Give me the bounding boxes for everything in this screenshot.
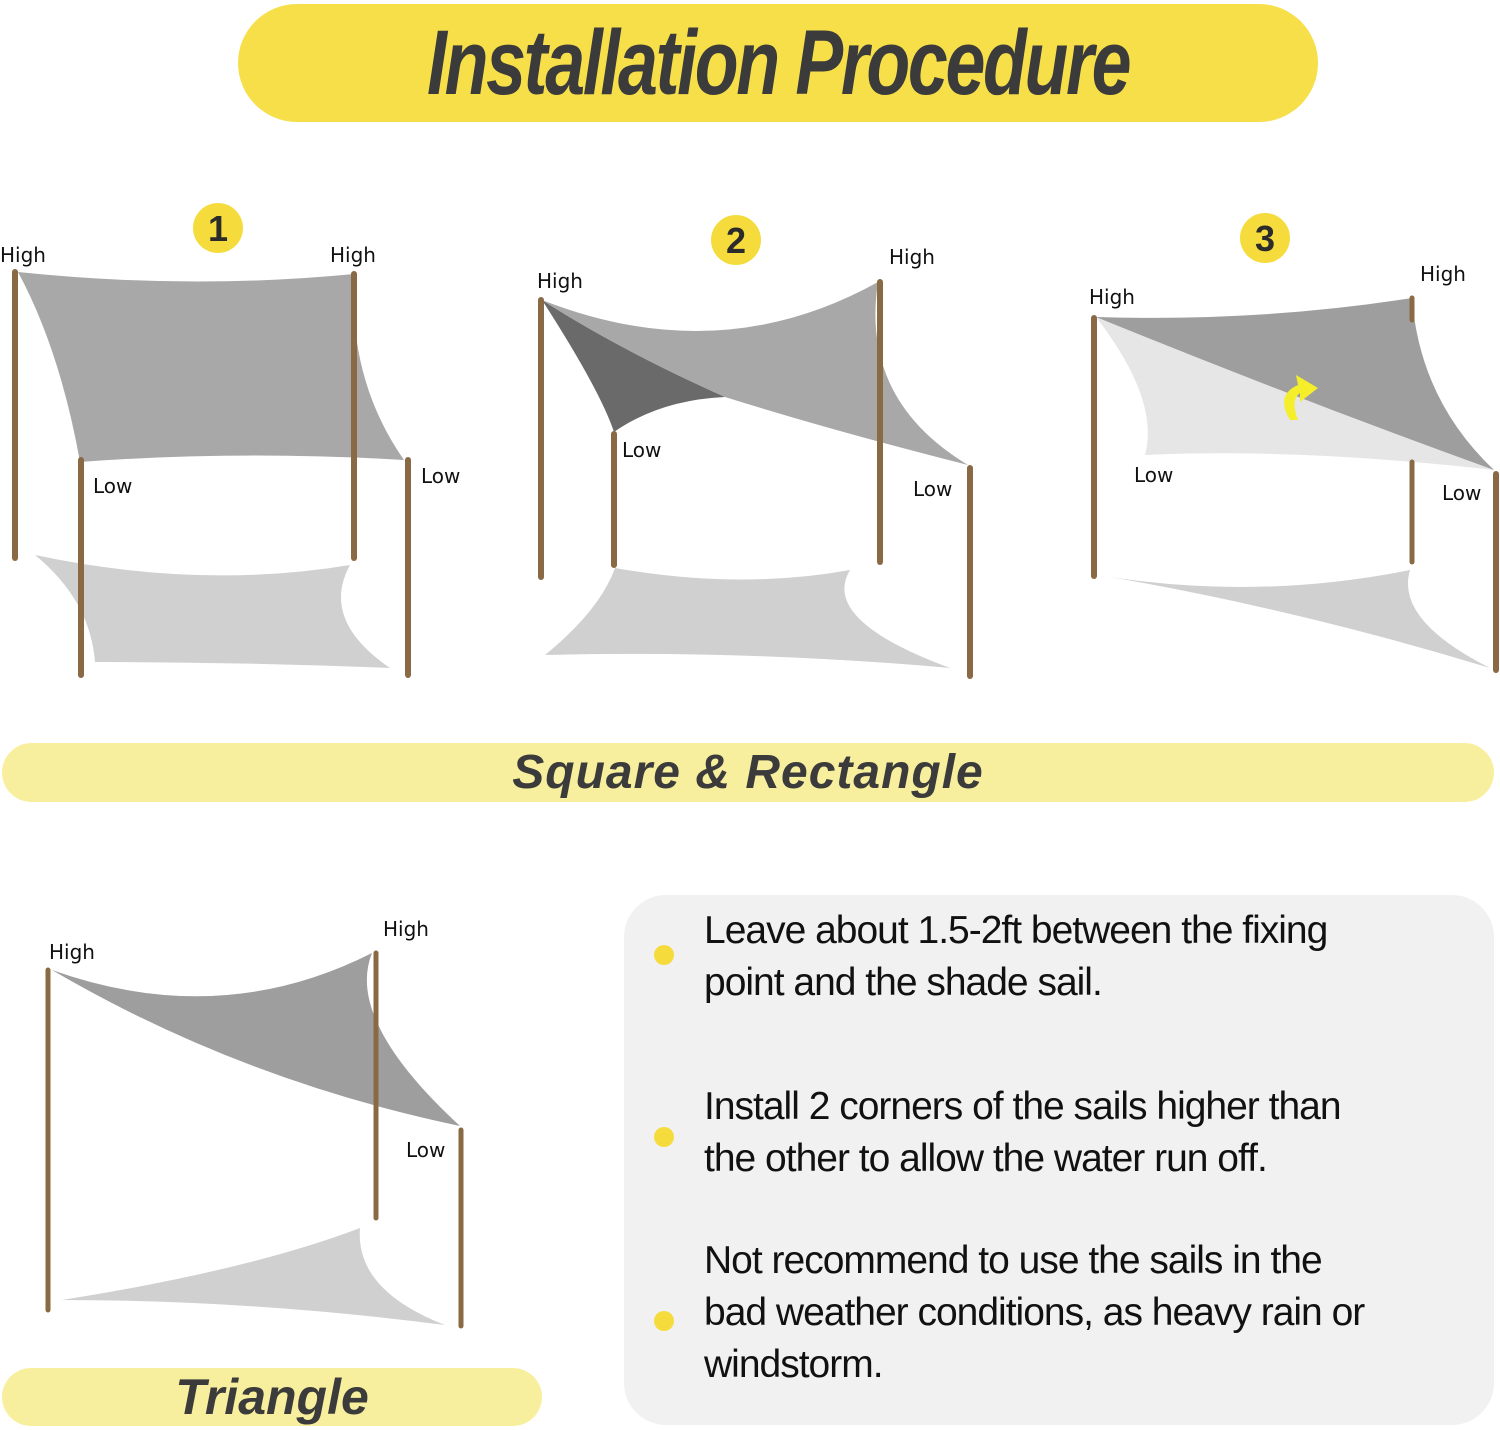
- bullet-dot-icon: [654, 1311, 674, 1331]
- section-label-square-rectangle: Square & Rectangle: [2, 743, 1494, 802]
- step-3-badge: [1240, 213, 1290, 263]
- label-low: Low: [1442, 481, 1481, 505]
- step-1-badge: [193, 203, 243, 253]
- step-2-number: 2: [726, 220, 746, 261]
- step-3-sail: [1096, 298, 1494, 470]
- curved-arrow-icon: [1284, 375, 1318, 420]
- label-low: Low: [93, 474, 132, 498]
- note-item: Not recommend to use the sails in the ba…: [704, 1239, 1365, 1386]
- step-1-sail: [18, 272, 404, 462]
- step-2-sail-underside: [542, 300, 725, 432]
- label-high: High: [537, 269, 583, 293]
- note-item: Install 2 corners of the sails higher th…: [704, 1085, 1342, 1180]
- step-3-number: 3: [1255, 218, 1275, 259]
- page-title: Installation Procedure: [426, 11, 1132, 114]
- step-3-diagram: 3 High High Low Low: [1089, 213, 1499, 673]
- label-low: Low: [421, 464, 460, 488]
- step-1-shadow: [35, 555, 390, 668]
- step-1-number: 1: [208, 208, 228, 249]
- label-low: Low: [622, 438, 661, 462]
- label-low: Low: [406, 1138, 445, 1162]
- section-label-triangle: Triangle: [2, 1368, 542, 1426]
- label-high: High: [889, 245, 935, 269]
- label-high: High: [49, 940, 95, 964]
- note-item: Leave about 1.5-2ft between the fixing p…: [704, 909, 1328, 1004]
- step-3-sail-light: [1096, 317, 1494, 470]
- triangle-diagram: High High Low: [45, 917, 464, 1329]
- bullet-dot-icon: [654, 945, 674, 965]
- label-high: High: [1089, 285, 1135, 309]
- title-banner: Installation Procedure: [238, 4, 1318, 122]
- step-2-badge: [711, 215, 761, 265]
- step-2-sail: [542, 282, 968, 465]
- bullet-dot-icon: [654, 1127, 674, 1147]
- label-low: Low: [913, 477, 952, 501]
- label-high: High: [0, 243, 46, 267]
- section-square-text: Square & Rectangle: [512, 746, 984, 799]
- installation-notes: Leave about 1.5-2ft between the fixing p…: [624, 895, 1494, 1425]
- label-high: High: [1420, 262, 1466, 286]
- label-high: High: [383, 917, 429, 941]
- step-2-diagram: 2 High High Low Low: [537, 215, 973, 679]
- label-high: High: [330, 243, 376, 267]
- triangle-sail: [52, 953, 460, 1126]
- step-1-diagram: 1 High High Low Low: [0, 203, 460, 678]
- section-triangle-text: Triangle: [175, 1369, 369, 1425]
- step-3-shadow: [1110, 570, 1490, 668]
- label-low: Low: [1134, 463, 1173, 487]
- step-2-shadow: [545, 568, 950, 668]
- triangle-shadow: [62, 1228, 445, 1325]
